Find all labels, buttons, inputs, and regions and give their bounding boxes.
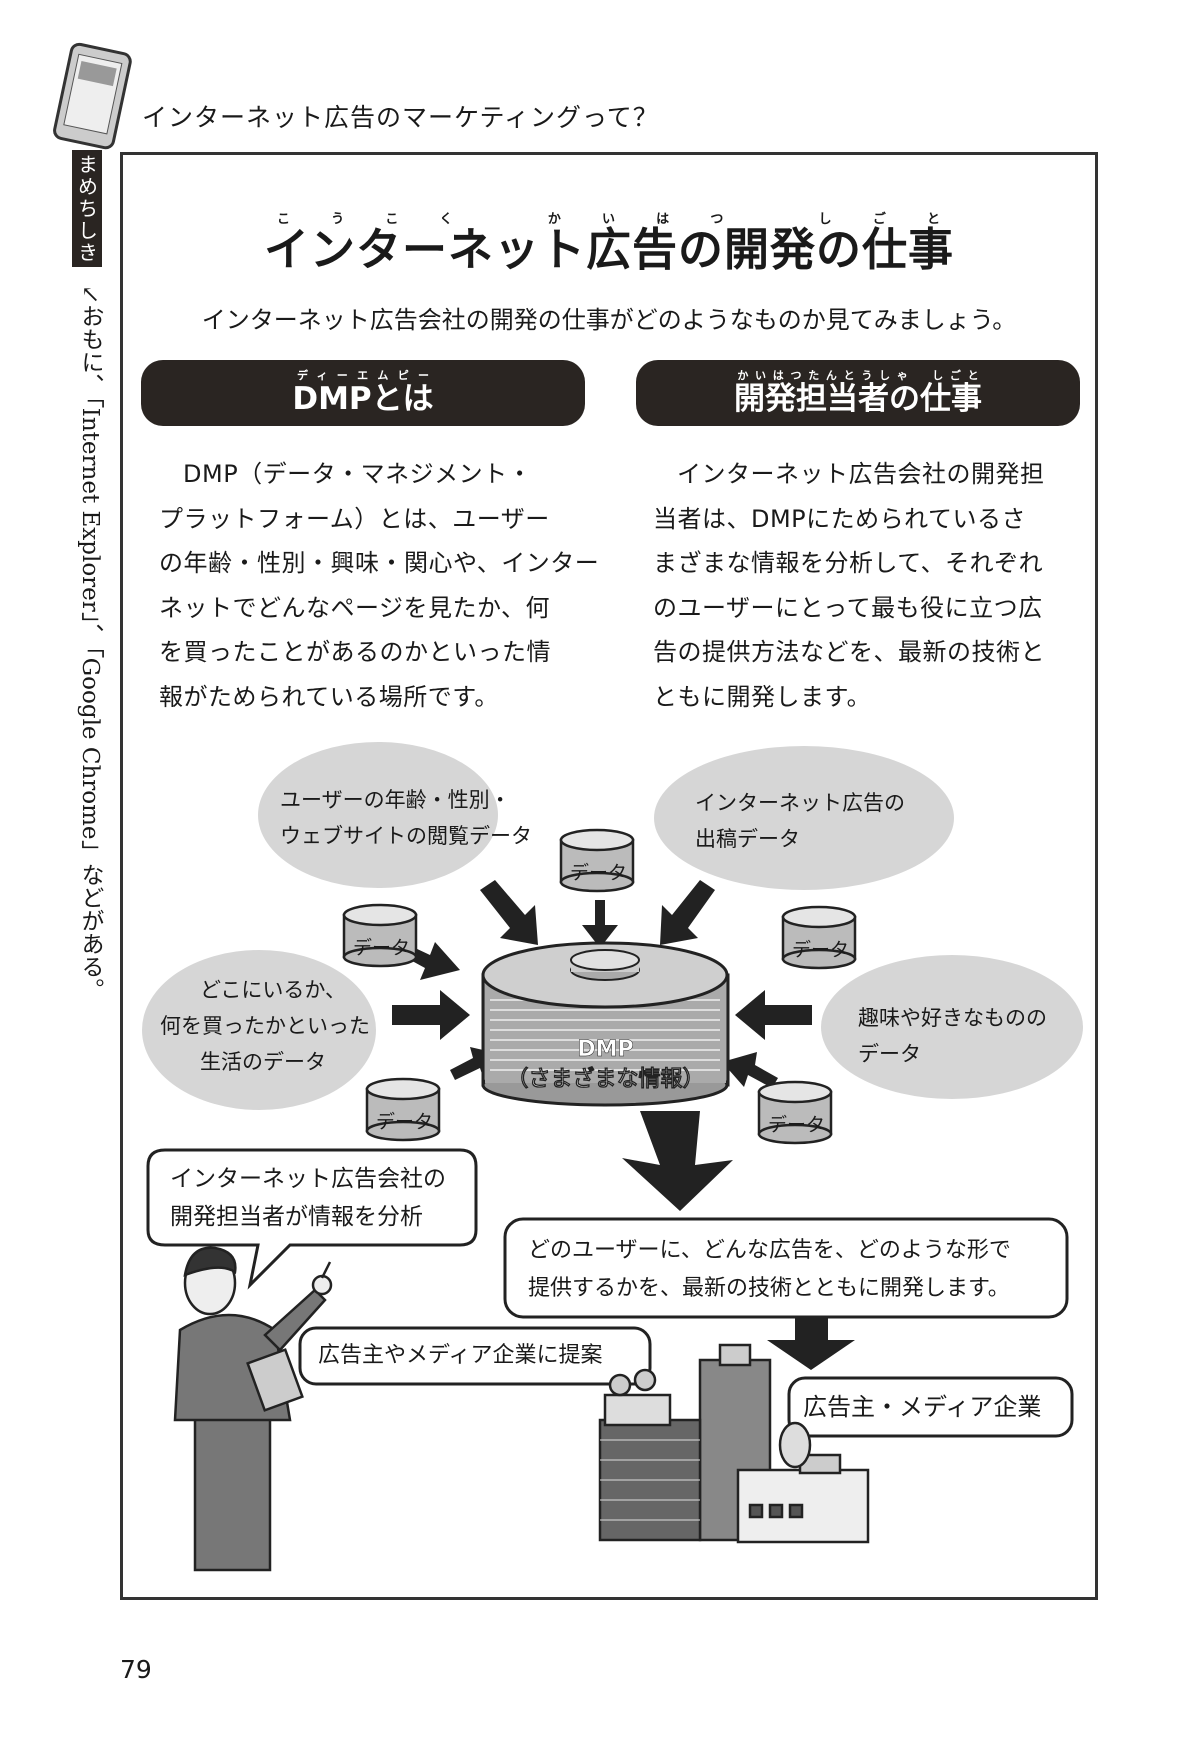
big-down-arrow <box>622 1111 733 1211</box>
title-ruby: こうこく かいはつ しごと <box>263 212 954 227</box>
source-ellipse <box>821 955 1083 1099</box>
result-bubble: どのユーザーに、どんな広告を、どのような形で提供するかを、最新の技術とともに開発… <box>528 1232 1011 1308</box>
arrow-icons <box>392 880 855 1370</box>
text-line: を買ったことがあるのかといった情 <box>159 638 551 666</box>
dmp-heading-text: DMPとは <box>292 380 434 417</box>
analyst-bubble: インターネット広告会社の開発担当者が情報を分析 <box>170 1160 446 1236</box>
dmp-title: DMP <box>577 1037 634 1063</box>
dmp-subtitle: （さまざまな情報） <box>506 1067 705 1093</box>
text-line: まざまな情報を分析して、それぞれ <box>653 549 1044 577</box>
text-line: DMP（データ・マネジメント・ <box>183 460 533 488</box>
source-ad-data: インターネット広告の出稿データ <box>695 785 905 857</box>
buildings-icon <box>598 1343 870 1544</box>
text-line: インターネット広告会社の開発担 <box>677 460 1045 488</box>
data-can-label: データ <box>376 1111 434 1133</box>
content-frame <box>120 152 1098 1600</box>
developer-paragraph: インターネット広告会社の開発担 当者は、DMPにためられているさ まざまな情報を… <box>653 452 1068 719</box>
text-line: 告の提供方法などを、最新の技術と <box>653 638 1045 666</box>
proposal-bubble-shape <box>298 1326 652 1386</box>
source-ellipse <box>654 746 954 890</box>
data-can-icon <box>342 828 857 1145</box>
source-ellipse <box>258 742 498 888</box>
dmp-cylinder-icon <box>481 941 730 1107</box>
label-line: 何を買ったかといった <box>160 1014 370 1038</box>
proposal-bubble: 広告主やメディア企業に提案 <box>318 1343 603 1368</box>
label-line: 出稿データ <box>695 827 800 851</box>
label-line: どこにいるか、 <box>200 978 346 1002</box>
label-line: ユーザーの年齢・性別・ <box>280 788 511 812</box>
dmp-label: DMP （さまざまな情報） <box>483 1035 728 1095</box>
data-can-label: データ <box>353 937 411 959</box>
text-line: 当者は、DMPにためられているさ <box>653 504 1026 533</box>
dmp-heading-ruby: ディーエムピー <box>292 368 434 382</box>
label-line: 趣味や好きなものの <box>858 1006 1047 1030</box>
page-subtitle: インターネット広告会社の開発の仕事がどのようなものか見てみましょう。 <box>201 306 1017 334</box>
developer-heading: 開発担当者の仕事かいはつたんとうしゃ しごと <box>636 360 1080 426</box>
page-title: インターネット広告の開発の仕事こうこく かいはつ しごと <box>120 212 1098 278</box>
developer-heading-text: 開発担当者の仕事 <box>734 380 982 417</box>
down-arrow <box>767 1318 855 1370</box>
text-line: の年齢・性別・興味・関心や、インター <box>159 549 600 577</box>
label-line: どのユーザーに、どんな広告を、どのような形で <box>528 1238 1011 1263</box>
dmp-heading: DMPとはディーエムピー <box>141 360 585 426</box>
source-life-data: どこにいるか、何を買ったかといった生活のデータ <box>160 972 370 1080</box>
result-bubble-shape <box>503 1217 1069 1319</box>
source-user-data: ユーザーの年齢・性別・ウェブサイトの閲覧データ <box>280 782 532 854</box>
text-line: プラットフォーム）とは、ユーザー <box>159 504 550 533</box>
label-line: データ <box>858 1042 921 1066</box>
text-line: ともに開発します。 <box>653 682 872 711</box>
source-ellipse <box>142 950 376 1110</box>
label-line: 開発担当者が情報を分析 <box>170 1204 423 1230</box>
label-line: インターネット広告会社の <box>170 1166 446 1192</box>
page-number: 79 <box>120 1655 152 1684</box>
dmp-paragraph: DMP（データ・マネジメント・ プラットフォーム）とは、ユーザー の年齢・性別・… <box>159 452 600 719</box>
label-line: ウェブサイトの閲覧データ <box>280 824 532 848</box>
text-line: 報がためられている場所です。 <box>159 682 499 711</box>
tablet-icon <box>53 42 132 150</box>
analyst-bubble-shape <box>146 1148 478 1290</box>
label-line: 提供するかを、最新の技術とともに開発します。 <box>528 1276 1010 1301</box>
running-header: インターネット広告のマーケティングって？ <box>142 103 659 132</box>
client-bubble: 広告主・メディア企業 <box>803 1393 1042 1421</box>
label-line: 生活のデータ <box>200 1050 326 1074</box>
client-bubble-shape <box>787 1376 1074 1438</box>
developer-heading-ruby: かいはつたんとうしゃ しごと <box>734 368 982 382</box>
side-note: ↙おもに、「Internet Explorer」、「Google Chrome」… <box>77 285 103 1001</box>
businessman-icon <box>173 1246 333 1572</box>
source-hobby-data: 趣味や好きなもののデータ <box>858 1000 1047 1072</box>
data-can-label: データ <box>570 862 628 884</box>
text-line: のユーザーにとって最も役に立つ広 <box>653 593 1043 622</box>
mamechishiki-tab: まめちしき <box>72 150 102 267</box>
data-can-label: データ <box>792 939 850 961</box>
text-line: ネットでどんなページを見たか、何 <box>159 593 551 622</box>
title-text: インターネット広告の開発の仕事 <box>263 223 954 276</box>
data-can-label: データ <box>768 1114 826 1136</box>
label-line: インターネット広告の <box>695 791 905 815</box>
